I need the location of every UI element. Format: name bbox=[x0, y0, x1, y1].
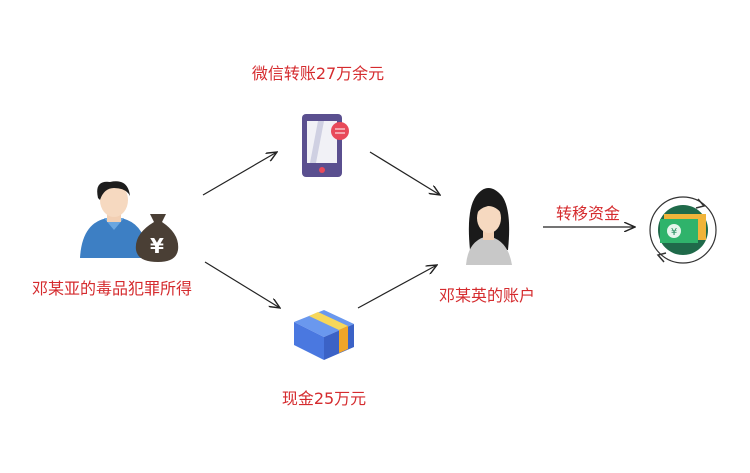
arrow-cash-to-account bbox=[357, 265, 437, 309]
money-transfer-icon: ¥ bbox=[649, 196, 717, 264]
transfer-label: 转移资金 bbox=[555, 204, 621, 223]
woman-avatar-icon bbox=[466, 188, 512, 265]
cash-stack-icon bbox=[294, 310, 354, 360]
cash-label: 现金25万元 bbox=[281, 389, 367, 408]
account-label: 邓某英的账户 bbox=[438, 286, 536, 305]
svg-text:¥: ¥ bbox=[150, 234, 164, 258]
svg-text:¥: ¥ bbox=[671, 227, 677, 238]
man-avatar-icon bbox=[80, 181, 148, 258]
arrow-source-to-wechat bbox=[202, 152, 277, 196]
arrow-wechat-to-account bbox=[369, 151, 440, 195]
phone-icon bbox=[302, 114, 349, 177]
wechat-transfer-label: 微信转账27万余元 bbox=[251, 64, 385, 83]
arrow-source-to-cash bbox=[204, 261, 280, 308]
money-bag-icon: ¥ bbox=[135, 214, 179, 262]
source-label: 邓某亚的毒品犯罪所得 bbox=[31, 279, 193, 298]
